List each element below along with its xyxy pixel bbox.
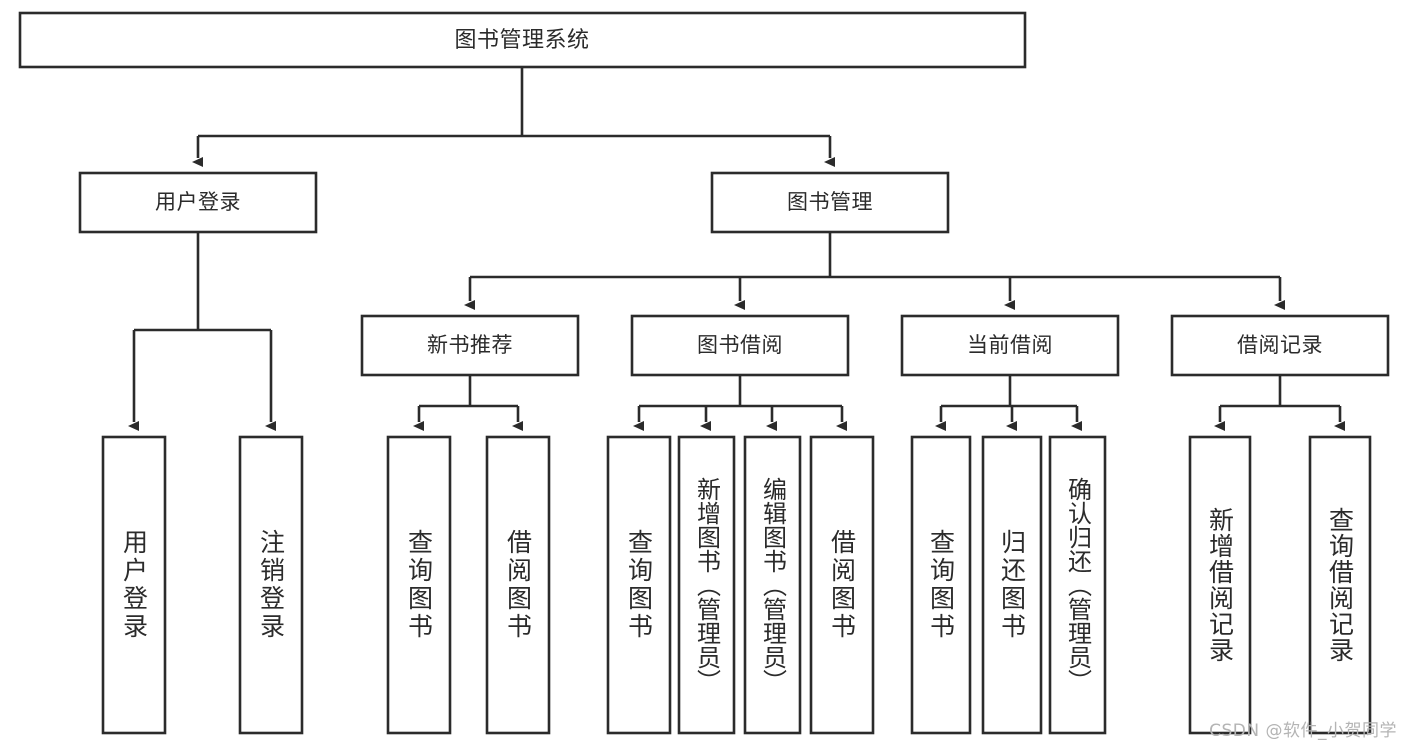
node-user-login[interactable] bbox=[78, 171, 318, 234]
leaf-query-borrow-record[interactable] bbox=[1308, 435, 1372, 735]
watermark-text: CSDN @软件_小贺同学 bbox=[1209, 721, 1397, 741]
node-layer: 图书管理系统 用户登录 图书管理 新书推荐 图书借阅 当前借阅 借阅记录 bbox=[18, 11, 1390, 735]
leaf-query-book-current[interactable] bbox=[910, 435, 972, 735]
node-user-login-label: 用户登录 bbox=[155, 190, 241, 214]
connector-layer bbox=[128, 67, 1345, 431]
leaf-borrow-book-newbook[interactable] bbox=[485, 435, 551, 735]
node-book-manage[interactable] bbox=[710, 171, 950, 234]
node-new-book-recommend[interactable] bbox=[360, 314, 580, 377]
leaf-confirm-return-admin[interactable] bbox=[1048, 435, 1107, 735]
leaf-borrow-book[interactable] bbox=[809, 435, 875, 735]
node-new-book-recommend-label: 新书推荐 bbox=[427, 333, 513, 357]
leaf-logout[interactable] bbox=[238, 435, 304, 735]
leaf-return-book[interactable] bbox=[981, 435, 1043, 735]
leaf-add-borrow-record[interactable] bbox=[1188, 435, 1252, 735]
node-current-borrow-label: 当前借阅 bbox=[967, 333, 1053, 357]
node-book-borrow-label: 图书借阅 bbox=[697, 333, 783, 357]
node-current-borrow[interactable] bbox=[900, 314, 1120, 377]
leaf-edit-book-admin[interactable] bbox=[743, 435, 802, 735]
leaf-query-book-newbook[interactable] bbox=[386, 435, 452, 735]
node-root-system[interactable] bbox=[18, 11, 1027, 69]
leaf-add-book-admin[interactable] bbox=[677, 435, 736, 735]
leaf-user-login[interactable] bbox=[101, 435, 167, 735]
node-book-manage-label: 图书管理 bbox=[787, 190, 873, 214]
node-root-label: 图书管理系统 bbox=[454, 28, 589, 53]
node-borrow-record[interactable] bbox=[1170, 314, 1390, 377]
node-book-borrow[interactable] bbox=[630, 314, 850, 377]
node-borrow-record-label: 借阅记录 bbox=[1237, 333, 1323, 357]
leaf-query-book-borrow[interactable] bbox=[606, 435, 672, 735]
